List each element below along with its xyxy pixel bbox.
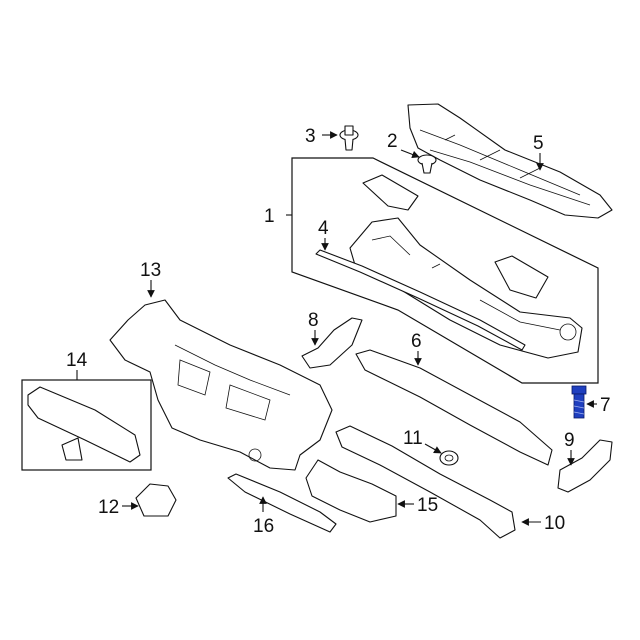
bracket-part-8[interactable]	[301, 317, 363, 369]
callout-4-label: 4	[318, 218, 329, 239]
callout-12-label: 12	[98, 497, 119, 518]
callout-3-label: 3	[305, 126, 316, 147]
grommet-part-11[interactable]	[439, 450, 459, 466]
callout-9-label: 9	[564, 430, 575, 451]
callout-14: 14	[66, 350, 88, 380]
callout-13: 13	[140, 260, 161, 298]
callout-6: 6	[411, 331, 422, 366]
callout-4: 4	[318, 218, 329, 251]
bracket-part-14[interactable]	[27, 386, 141, 463]
bracket-part-9[interactable]	[557, 439, 613, 493]
callout-5: 5	[533, 133, 544, 171]
seal-strip-part-4[interactable]	[315, 249, 526, 351]
dash-panel-part-13[interactable]	[109, 299, 333, 471]
bolt-part-7[interactable]	[571, 385, 587, 419]
callout-11: 11	[403, 428, 442, 454]
callout-6-label: 6	[411, 331, 422, 352]
callout-7: 7	[586, 395, 611, 416]
group-box-14	[21, 379, 152, 471]
callout-10: 10	[521, 513, 565, 534]
callout-5-label: 5	[533, 133, 544, 154]
callout-9: 9	[564, 430, 575, 466]
callout-7-label: 7	[600, 395, 611, 416]
clip-part-2[interactable]	[417, 154, 437, 174]
callout-11-label: 11	[403, 428, 423, 449]
group-box-1	[291, 157, 599, 384]
callout-12: 12	[98, 497, 139, 518]
callout-13-label: 13	[140, 260, 161, 281]
push-pin-part-3[interactable]	[339, 125, 359, 151]
callout-8-label: 8	[308, 310, 319, 331]
callout-2: 2	[387, 131, 420, 159]
callout-15-label: 15	[417, 495, 438, 516]
member-part-10[interactable]	[335, 425, 516, 539]
callout-16: 16	[253, 496, 274, 537]
pad-part-1a	[362, 174, 419, 211]
reinforcement-part-6[interactable]	[355, 349, 553, 466]
bracket-part-12[interactable]	[135, 483, 177, 517]
callout-8: 8	[308, 310, 319, 346]
callout-3: 3	[305, 126, 338, 147]
callout-1-label: 1	[264, 206, 275, 227]
callout-14-label: 14	[66, 350, 88, 371]
cowl-panel-part-1[interactable]	[349, 217, 583, 359]
callout-10-label: 10	[544, 513, 565, 534]
cowl-grille-part-5[interactable]	[407, 103, 613, 219]
bracket-part-15[interactable]	[305, 459, 397, 523]
callout-2-label: 2	[387, 131, 398, 152]
callout-16-label: 16	[253, 516, 274, 537]
callout-1: 1	[264, 206, 292, 227]
callout-15: 15	[397, 495, 438, 516]
pad-part-1b	[494, 255, 549, 299]
